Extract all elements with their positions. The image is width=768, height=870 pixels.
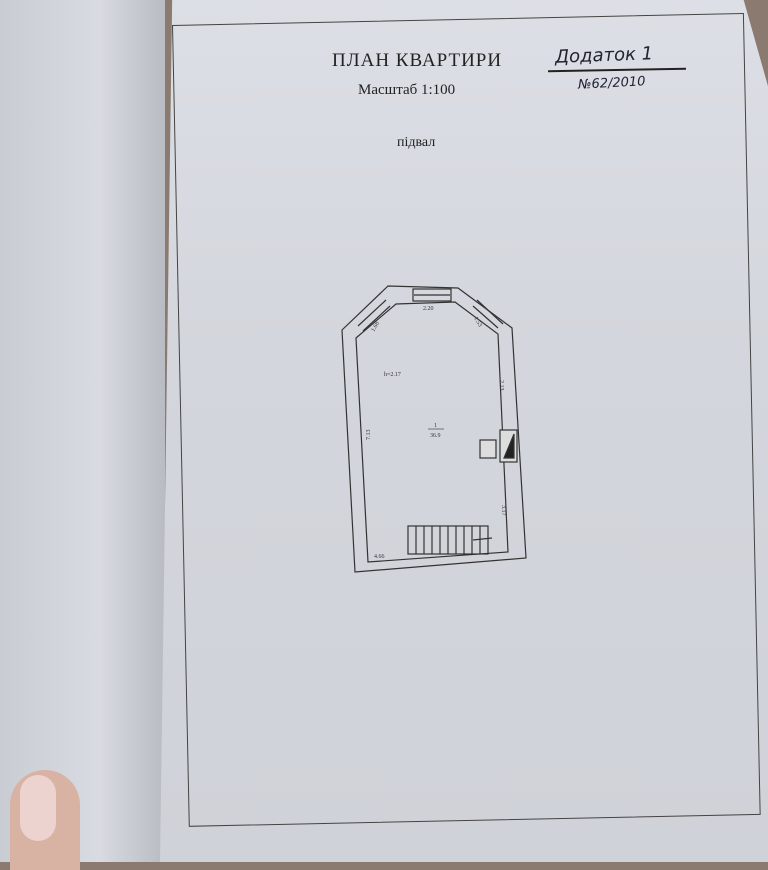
room-area: 36.9 bbox=[430, 433, 441, 439]
window-left bbox=[357, 299, 387, 327]
dim-right-lower: 3.17 bbox=[500, 505, 506, 516]
left-page bbox=[0, 0, 165, 862]
dim-left: 7.13 bbox=[366, 430, 372, 441]
window-top bbox=[412, 288, 452, 302]
outer-wall bbox=[341, 285, 527, 573]
scale-label: Масштаб 1:100 bbox=[358, 82, 456, 98]
dim-top: 2.20 bbox=[423, 306, 434, 312]
window-right bbox=[476, 299, 504, 325]
floor-plan: 2.20 1.68 1.53 h=2.17 7.13 2.13 3.17 1 3… bbox=[341, 285, 527, 573]
dim-top-left: 1.68 bbox=[371, 321, 381, 333]
heater bbox=[479, 439, 497, 459]
dim-right-upper: 2.13 bbox=[498, 380, 504, 391]
inner-wall bbox=[355, 301, 509, 563]
document-title: ПЛАН КВАРТИРИ bbox=[332, 50, 503, 71]
room-number: 1 bbox=[434, 423, 437, 429]
floor-label: підвал bbox=[397, 135, 436, 150]
stairs bbox=[407, 525, 493, 555]
dim-bottom: 4.66 bbox=[374, 554, 385, 560]
room-height: h=2.17 bbox=[384, 372, 401, 378]
fingernail bbox=[20, 775, 56, 841]
annex-handwritten: Додаток 1 bbox=[554, 43, 654, 68]
right-page bbox=[160, 0, 768, 862]
dim-top-right: 1.53 bbox=[472, 316, 482, 328]
